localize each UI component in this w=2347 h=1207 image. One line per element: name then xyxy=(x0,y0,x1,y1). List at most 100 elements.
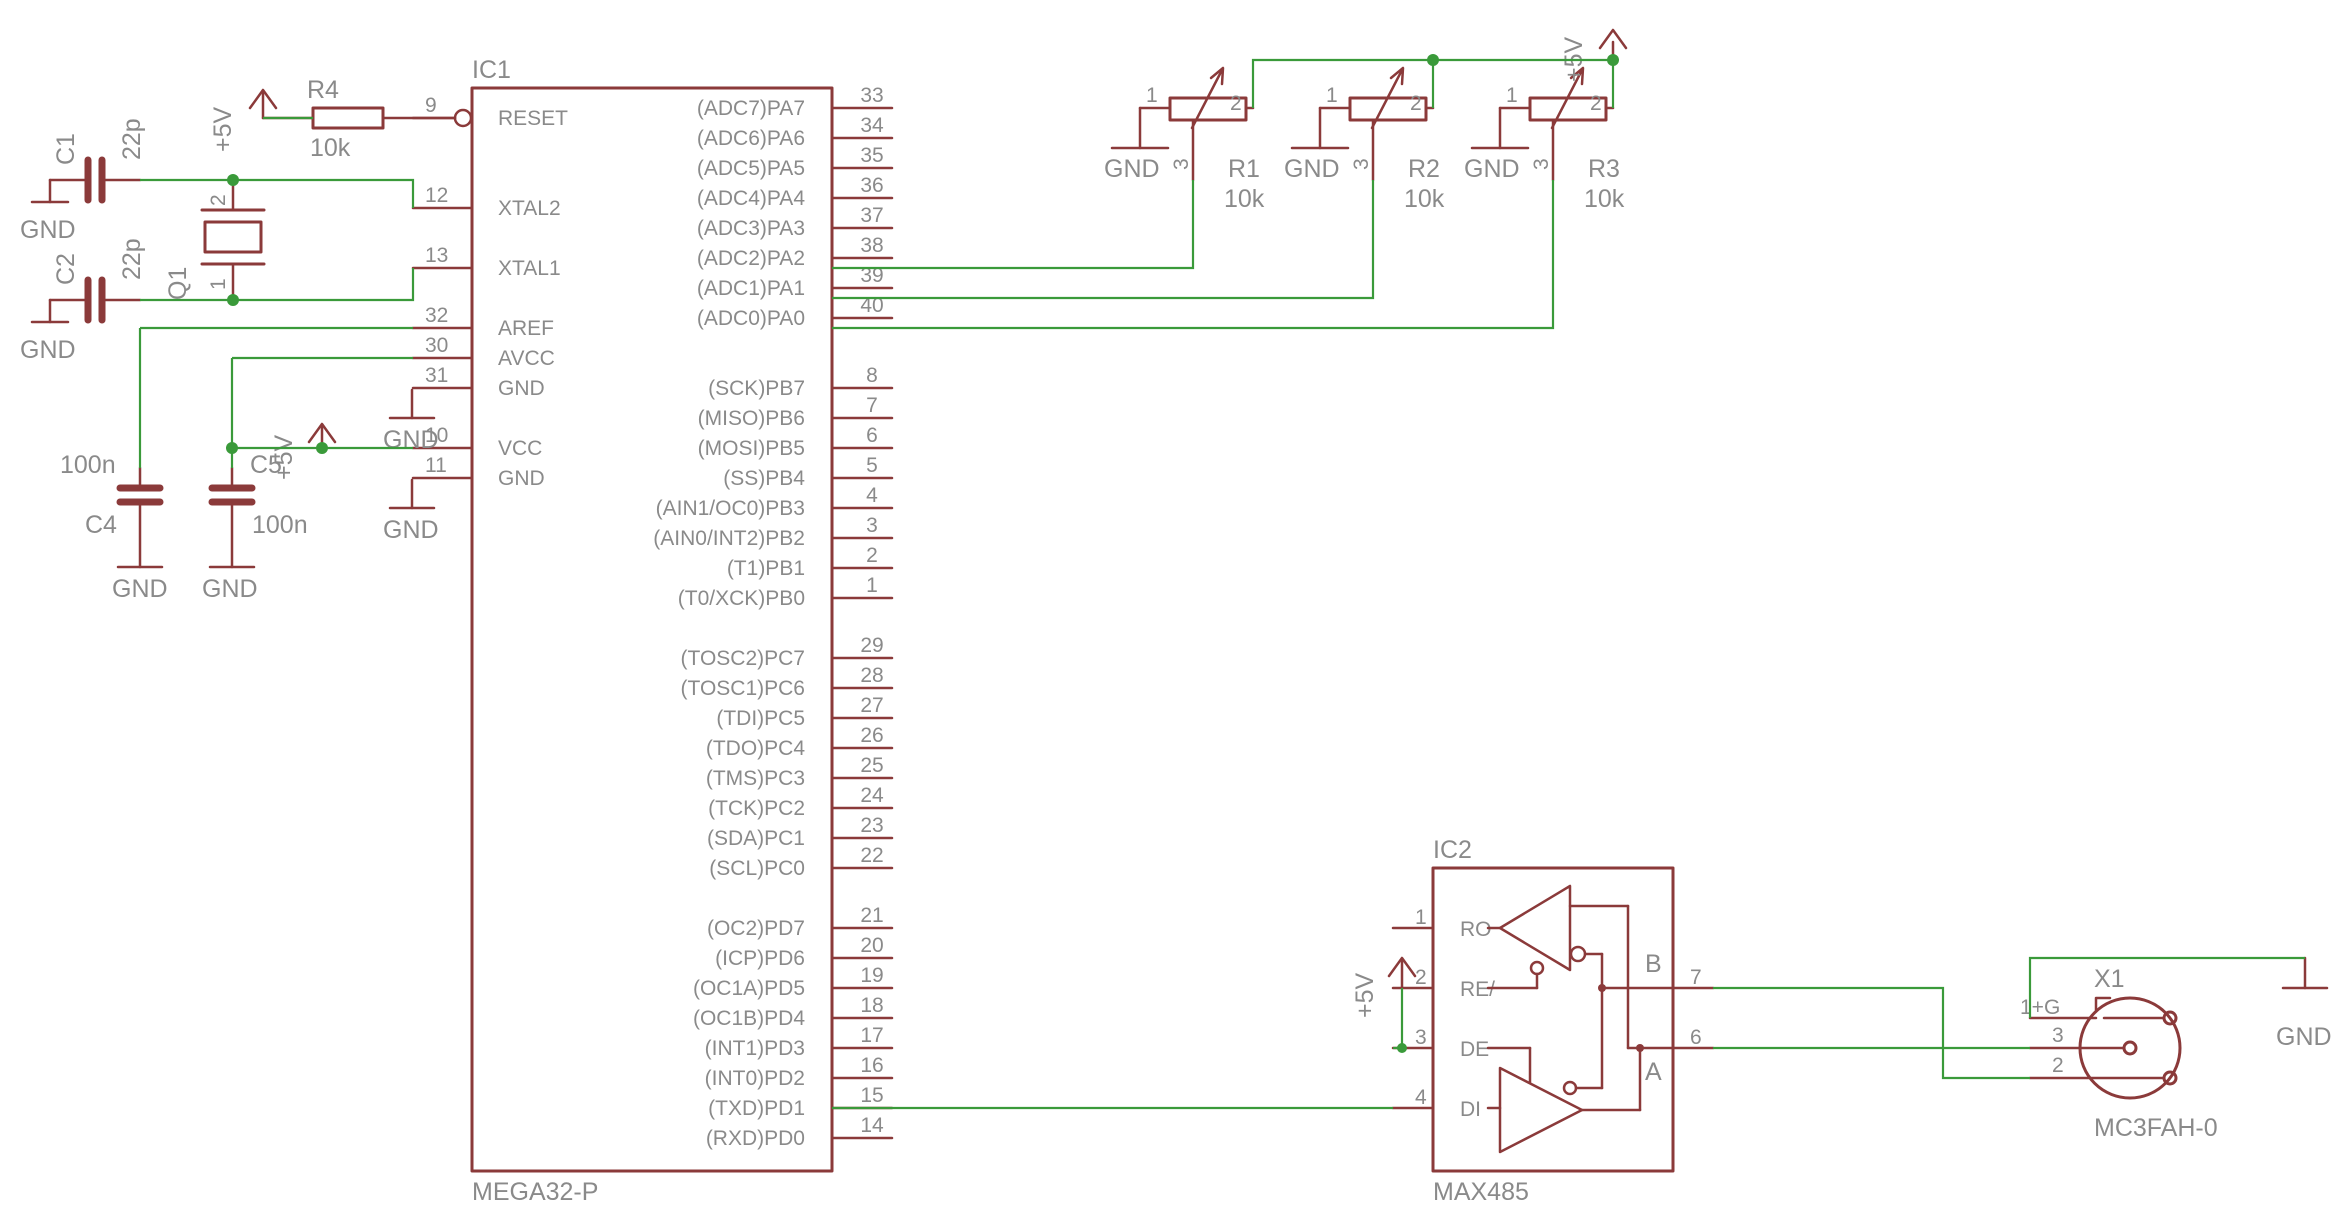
ic1-right-pin-num: 1 xyxy=(866,574,878,597)
ic2: IC2 MAX485 1 2 3 4 7 6 RO RE/ DE DI B A xyxy=(1391,836,1715,1206)
ic1-right-pin-num: 29 xyxy=(860,634,883,657)
ic1-right-pin-label: (TMS)PC3 xyxy=(706,767,805,790)
ic2-b-label: B xyxy=(1645,950,1662,978)
junction xyxy=(1397,1043,1407,1053)
ic1-right-pin-num: 18 xyxy=(860,994,883,1017)
ic1-right-pin-num: 25 xyxy=(860,754,883,777)
pot-r3: 1 2 3 GND R3 10k xyxy=(1464,66,1625,213)
c2: GND C2 22p xyxy=(20,238,146,364)
r1-pin2: 2 xyxy=(1230,92,1242,115)
ic1-right-pin-num: 7 xyxy=(866,394,878,417)
ic2-pin2-num: 2 xyxy=(1415,966,1427,989)
plus5v-vcc: +5V xyxy=(270,422,337,480)
ic1-right-pin-label: (SCL)PC0 xyxy=(709,857,805,880)
ic1-right-pin-label: (TOSC1)PC6 xyxy=(681,677,805,700)
ic2-di-label: DI xyxy=(1460,1098,1481,1121)
junction xyxy=(227,294,239,306)
ic1-right-pin-label: (ADC0)PA0 xyxy=(697,307,805,330)
ic1-right-pin-label: (OC2)PD7 xyxy=(707,917,805,940)
ic1-right-pin-num: 23 xyxy=(860,814,883,837)
junction xyxy=(227,174,239,186)
gnd-pin31-label: GND xyxy=(383,426,439,454)
ic1-left-pin-num: 30 xyxy=(425,334,448,357)
q1-pin1: 1 xyxy=(207,278,230,290)
ic1-right-pin-num: 19 xyxy=(860,964,883,987)
ic1-right-pin-label: (TCK)PC2 xyxy=(708,797,805,820)
ic2-a-label: A xyxy=(1645,1058,1662,1086)
c2-value: 22p xyxy=(118,238,146,280)
ic2-pin7-num: 7 xyxy=(1690,966,1702,989)
ic1-right-pin-num: 34 xyxy=(860,114,884,137)
wire-pa0 xyxy=(832,180,1555,330)
wire-xtal2 xyxy=(140,178,415,208)
ic1-right-pin-label: (ADC2)PA2 xyxy=(697,247,805,270)
plus5v-reset: +5V xyxy=(209,88,278,152)
c4: GND 100n C4 xyxy=(60,451,168,603)
ic1-left-pin-num: 31 xyxy=(425,364,448,387)
r2-name: R2 xyxy=(1408,155,1440,183)
c5-gnd: GND xyxy=(202,575,258,603)
x1-name: X1 xyxy=(2094,965,2125,993)
wire-re-de xyxy=(1393,988,1404,1050)
gnd-pin31: GND xyxy=(383,388,439,454)
ic1-left-pin-num: 32 xyxy=(425,304,448,327)
q1: 2 1 Q1 xyxy=(164,178,266,302)
ic1-right-pin-label: (TOSC2)PC7 xyxy=(681,647,805,670)
ic1-left-pin-num: 12 xyxy=(425,184,448,207)
q1-pin2: 2 xyxy=(207,194,230,206)
junction xyxy=(1607,54,1619,66)
ic1-right-pin-num: 20 xyxy=(860,934,883,957)
r1-pin1: 1 xyxy=(1146,84,1158,107)
plus5v-reset-label: +5V xyxy=(209,106,237,152)
ic1-right-pin-label: (T0/XCK)PB0 xyxy=(678,587,805,610)
ic1-right-pin-num: 16 xyxy=(860,1054,883,1077)
r1-pin3: 3 xyxy=(1170,158,1193,170)
ic1-value: MEGA32-P xyxy=(472,1178,598,1206)
c5-name: C5 xyxy=(250,451,282,479)
ic2-pin6-num: 6 xyxy=(1690,1026,1702,1049)
r3-name: R3 xyxy=(1588,155,1620,183)
ic1-name: IC1 xyxy=(472,56,511,84)
ic1-right-pin-label: (ADC4)PA4 xyxy=(697,187,805,210)
ic1-right-pin-num: 36 xyxy=(860,174,883,197)
r1-gnd: GND xyxy=(1104,155,1160,183)
ic2-pin3-num: 3 xyxy=(1415,1026,1427,1049)
r4-name: R4 xyxy=(307,76,339,104)
r2-pin3: 3 xyxy=(1350,158,1373,170)
r3-pin1: 1 xyxy=(1506,84,1518,107)
ic1-left-pin-num: 10 xyxy=(425,424,448,447)
gnd-x1: GND xyxy=(2276,956,2332,1051)
ic1-left-pin-num: 9 xyxy=(425,94,437,117)
ic2-pin4-num: 4 xyxy=(1415,1086,1427,1109)
ic1-left-pin-label: AVCC xyxy=(498,347,555,370)
ic1-right-pin-label: (AIN1/OC0)PB3 xyxy=(656,497,805,520)
ic1-right-pin-label: (TXD)PD1 xyxy=(708,1097,805,1120)
wire-x1-gnd xyxy=(2028,956,2305,1018)
ic1-right-pin-label: (T1)PB1 xyxy=(727,557,805,580)
r3-pin3: 3 xyxy=(1530,158,1553,170)
ic1-right-pin-label: (ADC1)PA1 xyxy=(697,277,805,300)
ic1-right-pin-num: 21 xyxy=(860,904,883,927)
ic2-de-label: DE xyxy=(1460,1038,1489,1061)
r1-value: 10k xyxy=(1224,185,1265,213)
r1-name: R1 xyxy=(1228,155,1260,183)
ic1-right-pin-num: 2 xyxy=(866,544,878,567)
ic1-left-pin-label: RESET xyxy=(498,107,568,130)
r3-pin2: 2 xyxy=(1590,92,1602,115)
ic1-right-pin-num: 26 xyxy=(860,724,883,747)
x1-pin2: 2 xyxy=(2052,1054,2064,1077)
ic1-right-pins: 33(ADC7)PA734(ADC6)PA635(ADC5)PA536(ADC4… xyxy=(653,84,894,1150)
ic1-right-pin-num: 5 xyxy=(866,454,878,477)
ic1-right-pin-label: (INT1)PD3 xyxy=(705,1037,805,1060)
r3-value: 10k xyxy=(1584,185,1625,213)
pot-r2: 1 2 3 GND R2 10k xyxy=(1284,66,1445,213)
x1-connector: X1 MC3FAH-0 1+G 3 2 xyxy=(2020,965,2218,1142)
ic1-right-pin-label: (MISO)PB6 xyxy=(698,407,805,430)
r2-value: 10k xyxy=(1404,185,1445,213)
ic1-right-pin-num: 6 xyxy=(866,424,878,447)
c4-name: C4 xyxy=(85,511,117,539)
ic1-right-pin-num: 27 xyxy=(860,694,883,717)
c4-value: 100n xyxy=(60,451,116,479)
ic1-left-pin-label: XTAL2 xyxy=(498,197,561,220)
ic1-right-pin-num: 33 xyxy=(860,84,883,107)
